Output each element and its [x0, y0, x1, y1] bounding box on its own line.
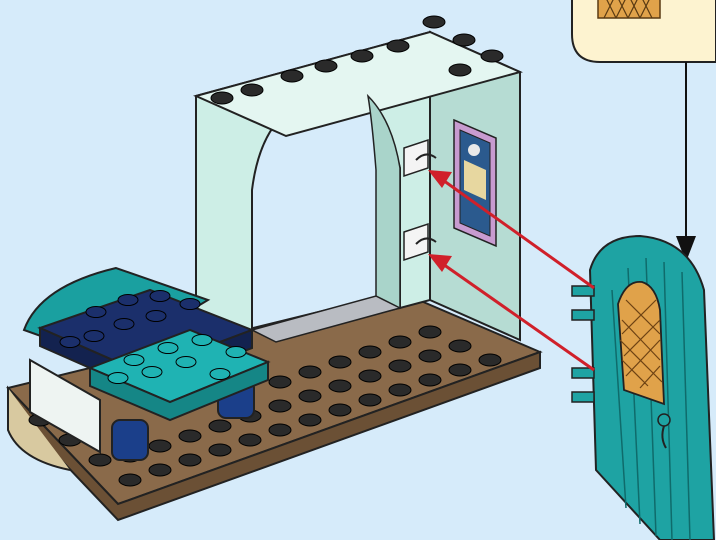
wall-poster	[454, 120, 496, 246]
arched-door	[572, 236, 714, 540]
callout-pointer-arrow	[676, 62, 696, 262]
window-lattice-icon	[598, 0, 660, 18]
part-callout-box	[572, 0, 716, 62]
